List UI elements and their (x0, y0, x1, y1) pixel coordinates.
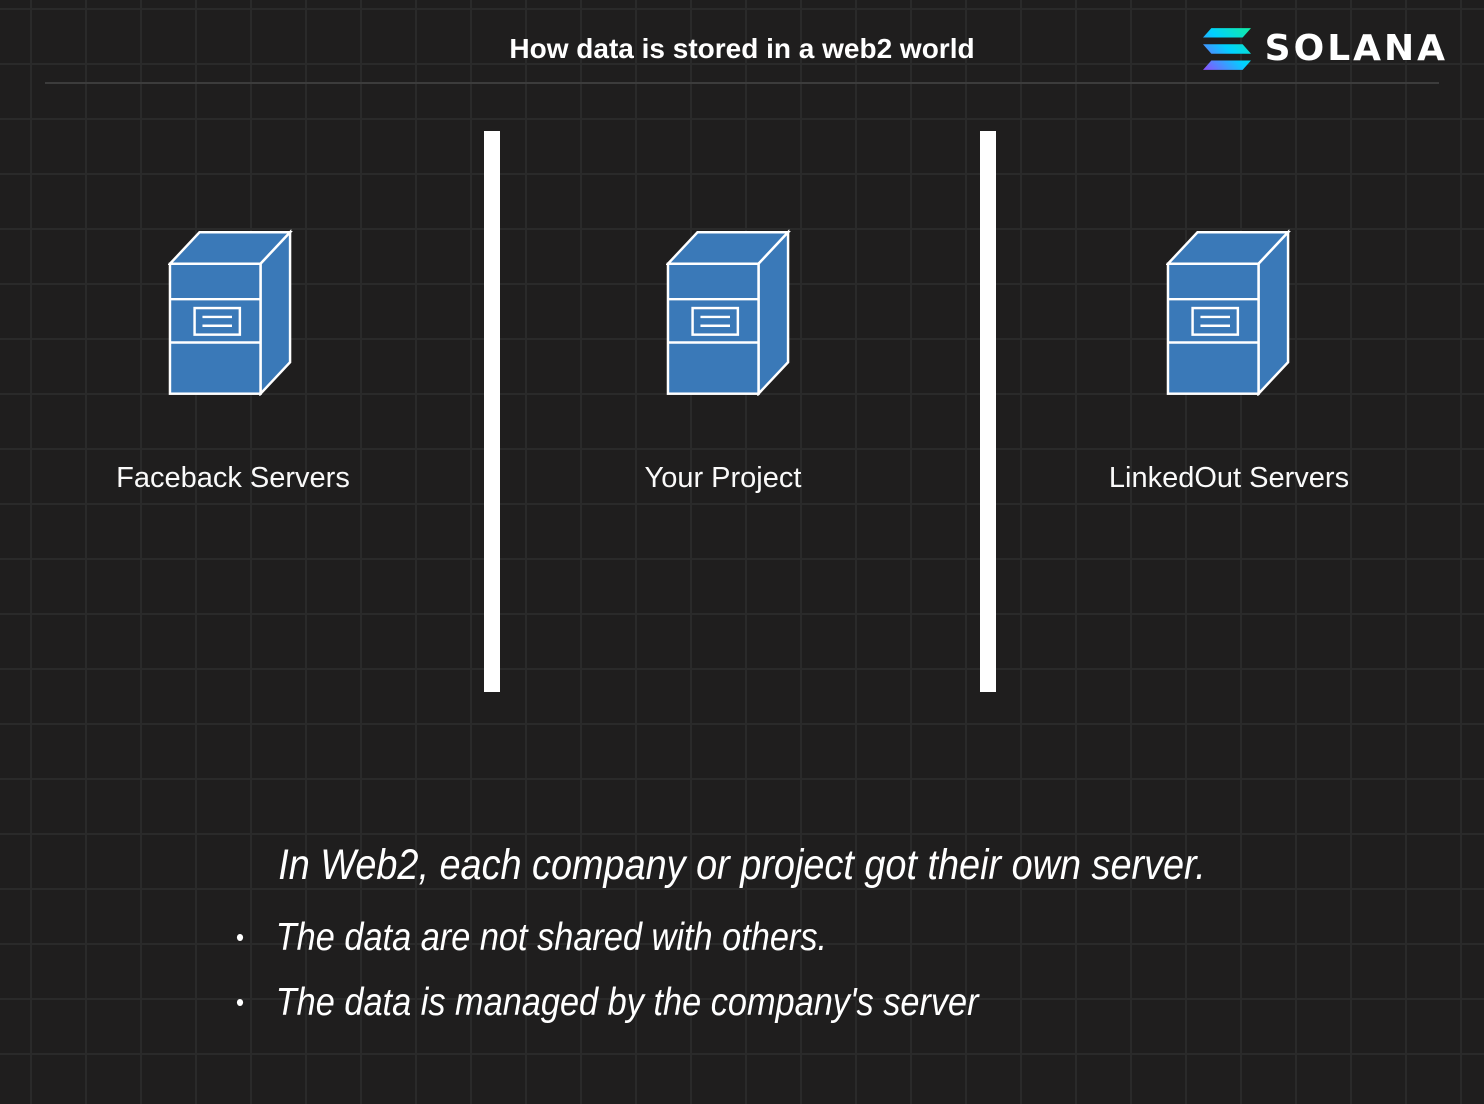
list-item: • The data are not shared with others. (236, 905, 1204, 970)
solana-logo: SOLANA (1202, 27, 1448, 71)
server-icon-faceback (168, 229, 293, 396)
header-divider (45, 82, 1439, 84)
separator-bar-right (980, 131, 996, 692)
list-item: • The data is managed by the company's s… (236, 970, 1204, 1035)
page-title: How data is stored in a web2 world (509, 33, 975, 64)
solana-wordmark: SOLANA (1264, 28, 1448, 69)
server-icon-your-project (666, 229, 791, 396)
server-icon-linkedout (1166, 229, 1291, 396)
solana-mark-icon (1202, 28, 1251, 70)
list-item-text: The data are not shared with others. (275, 915, 828, 959)
separator-bar-left (484, 131, 500, 692)
bullet-marker: • (236, 987, 245, 1017)
list-item-text: The data is managed by the company's ser… (275, 980, 979, 1024)
bullet-marker: • (236, 922, 245, 952)
server-label-faceback: Faceback Servers (116, 462, 350, 494)
server-label-linkedout: LinkedOut Servers (1108, 462, 1350, 494)
notes-heading: In Web2, each company or project got the… (278, 841, 1206, 889)
notes-list: • The data are not shared with others. •… (236, 905, 1336, 1035)
server-label-your-project: Your Project (644, 462, 802, 494)
